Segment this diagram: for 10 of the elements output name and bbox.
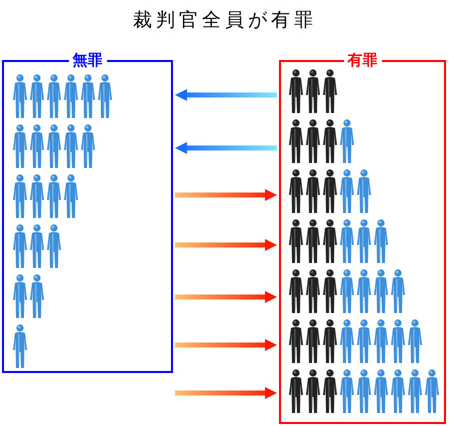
group-label: 有罪: [344, 50, 382, 70]
arrow: [175, 239, 277, 251]
arrow: [175, 339, 277, 351]
arrow: [175, 89, 277, 101]
arrow: [175, 189, 277, 201]
diagram-title: 裁判官全員が有罪: [132, 8, 318, 33]
group-label: 無罪: [68, 50, 106, 70]
arrow: [175, 291, 277, 303]
arrow: [175, 387, 277, 399]
arrow: [175, 142, 277, 154]
